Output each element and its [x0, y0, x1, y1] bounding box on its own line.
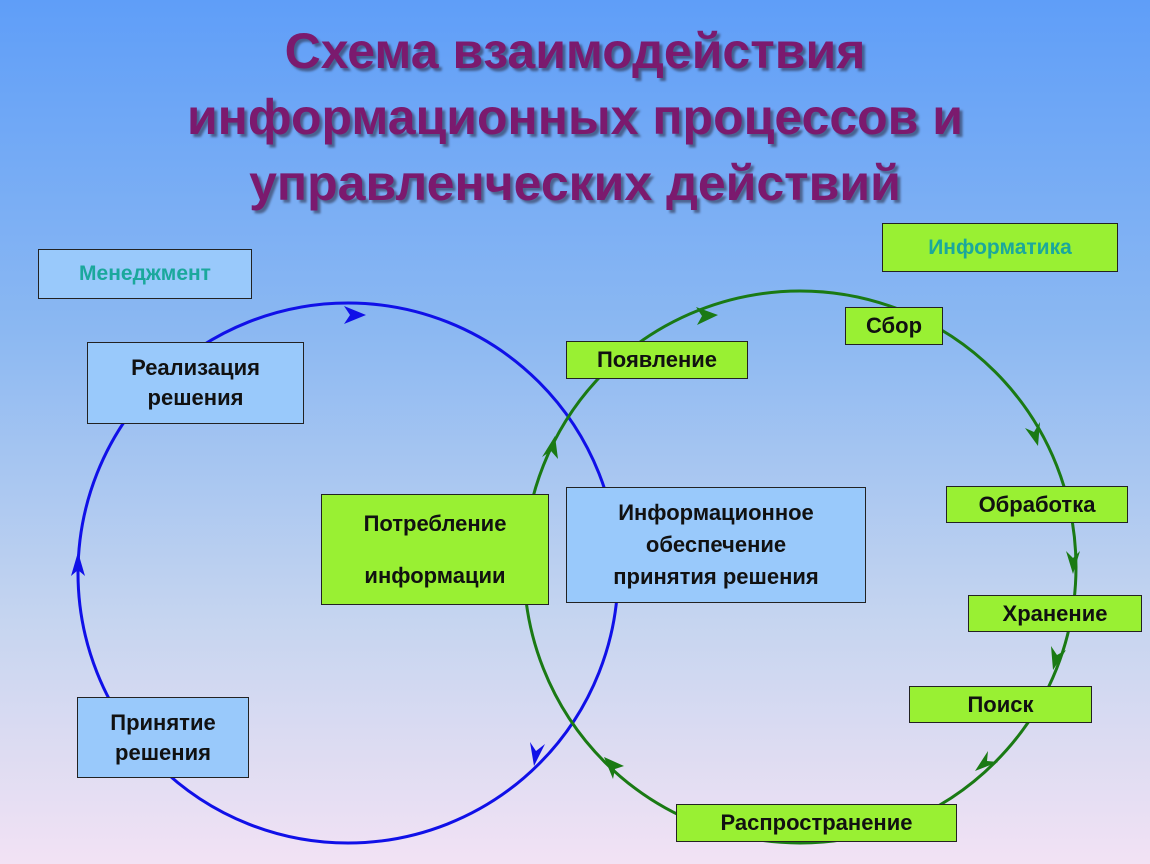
- stage-processing-label: Обработка: [978, 491, 1096, 517]
- stage-distribution-box: Распространение: [676, 804, 957, 842]
- management-arrow-left: [71, 552, 85, 576]
- realization-line-2: решения: [147, 385, 244, 410]
- stage-search-label: Поиск: [967, 691, 1034, 717]
- consumption-line-2: информации: [364, 562, 506, 588]
- informatics-arrow-distribution: [604, 757, 624, 779]
- decision-making-box: Принятие решения: [77, 697, 249, 778]
- informatics-arrow-storage: [1051, 646, 1066, 670]
- informatics-label: Информатика: [928, 235, 1072, 259]
- title-line-1: Схема взаимодействия: [284, 23, 866, 79]
- decision-line-1: Принятие: [110, 709, 216, 735]
- stage-appearance-label: Появление: [596, 347, 717, 372]
- stage-distribution-label: Распространение: [720, 810, 913, 835]
- stage-processing-box: Обработка: [946, 486, 1128, 523]
- stage-search-box: Поиск: [909, 686, 1092, 723]
- information-support-box: Информационное обеспечение принятия реше…: [566, 487, 866, 603]
- stage-collection-box: Сбор: [845, 307, 943, 345]
- management-label-box: Менеджмент: [38, 249, 252, 299]
- support-line-1: Информационное: [618, 500, 814, 525]
- informatics-arrow-appearance: [696, 307, 718, 325]
- management-arrow-top: [344, 306, 366, 324]
- stage-appearance-box: Появление: [566, 341, 748, 379]
- informatics-arrow-processing: [1066, 551, 1080, 574]
- management-label: Менеджмент: [79, 262, 211, 285]
- support-line-2: обеспечение: [645, 532, 787, 557]
- informatics-label-box: Информатика: [882, 223, 1118, 272]
- realization-line-1: Реализация: [131, 355, 260, 380]
- consumption-line-1: Потребление: [363, 510, 507, 536]
- stage-storage-box: Хранение: [968, 595, 1142, 632]
- informatics-arrow-search: [975, 751, 998, 771]
- stage-collection-label: Сбор: [865, 313, 923, 338]
- informatics-arrow-consumption: [542, 436, 558, 459]
- management-arrow-bottom-right: [530, 742, 545, 766]
- stage-storage-label: Хранение: [1002, 600, 1108, 626]
- title-line-2: информационных процессов и: [186, 89, 964, 145]
- decision-line-2: решения: [115, 739, 211, 765]
- title-line-3: управленческих действий: [249, 155, 901, 211]
- support-line-3: принятия решения: [613, 564, 819, 589]
- information-consumption-box: Потребление информации: [321, 494, 549, 605]
- realization-decision-box: Реализация решения: [87, 342, 304, 424]
- diagram-title: Схема взаимодействия информационных проц…: [0, 18, 1150, 216]
- informatics-arrow-collection: [1025, 422, 1040, 446]
